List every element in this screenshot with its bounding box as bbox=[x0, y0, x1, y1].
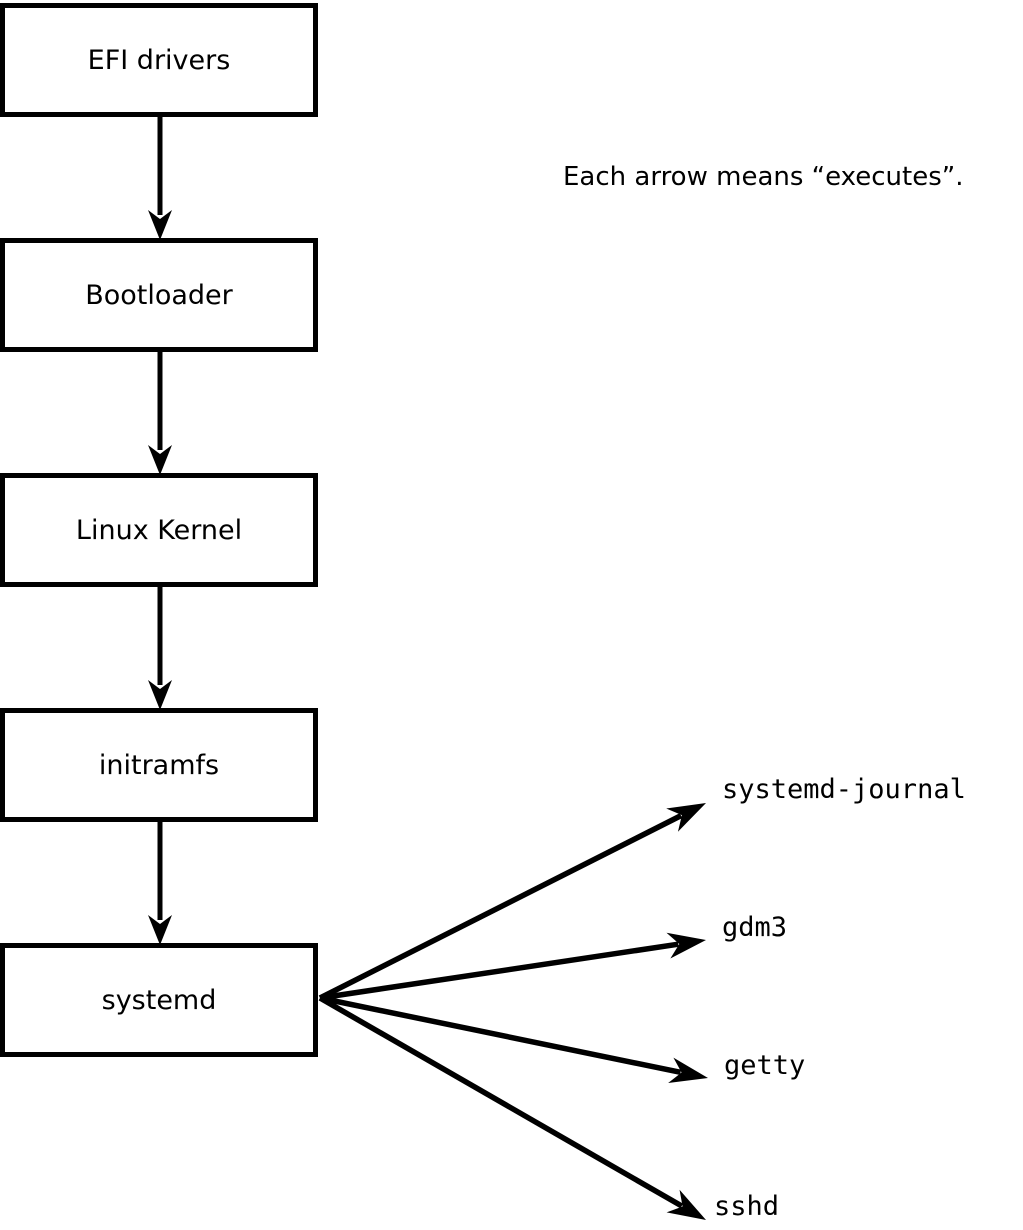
stage-box-efi-drivers[interactable]: EFI drivers bbox=[0, 3, 318, 117]
chain-arrow-initramfs-to-systemd bbox=[148, 822, 172, 945]
chain-arrow-group bbox=[148, 117, 172, 945]
stage-label-bootloader: Bootloader bbox=[85, 279, 233, 311]
fanout-arrow-gdm3 bbox=[319, 932, 706, 1001]
stage-label-efi-drivers: EFI drivers bbox=[87, 44, 231, 76]
service-label-systemd-journal[interactable]: systemd-journal bbox=[722, 774, 966, 805]
stage-label-linux-kernel: Linux Kernel bbox=[75, 514, 243, 546]
fanout-arrow-sshd bbox=[318, 995, 706, 1220]
stage-box-initramfs[interactable]: initramfs bbox=[0, 708, 318, 822]
legend-caption: Each arrow means “executes”. bbox=[563, 162, 964, 192]
stage-label-systemd: systemd bbox=[101, 984, 217, 1016]
stage-box-systemd[interactable]: systemd bbox=[0, 943, 318, 1057]
chain-arrow-linux-kernel-to-initramfs bbox=[148, 587, 172, 710]
stage-label-initramfs: initramfs bbox=[98, 749, 220, 781]
fanout-arrow-systemd-journal bbox=[318, 803, 706, 1001]
fanout-arrow-getty bbox=[319, 995, 708, 1084]
chain-arrow-efi-drivers-to-bootloader bbox=[148, 117, 172, 240]
service-label-getty[interactable]: getty bbox=[724, 1050, 806, 1081]
fanout-arrow-group bbox=[318, 803, 708, 1220]
service-label-sshd[interactable]: sshd bbox=[714, 1191, 780, 1222]
stage-box-bootloader[interactable]: Bootloader bbox=[0, 238, 318, 352]
stage-box-linux-kernel[interactable]: Linux Kernel bbox=[0, 473, 318, 587]
service-label-gdm3[interactable]: gdm3 bbox=[722, 912, 788, 943]
chain-arrow-bootloader-to-linux-kernel bbox=[148, 352, 172, 475]
